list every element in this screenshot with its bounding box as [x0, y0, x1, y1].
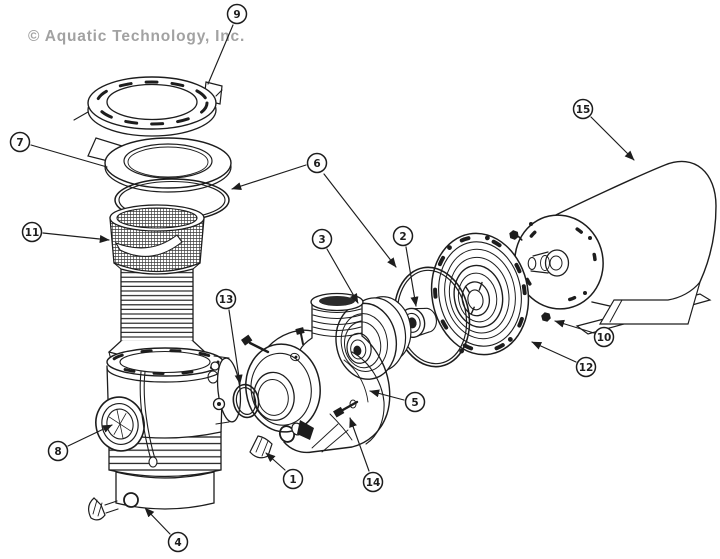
svg-text:7: 7	[16, 137, 23, 149]
motor-shaft	[527, 249, 570, 277]
svg-text:8: 8	[54, 446, 61, 458]
svg-text:3: 3	[318, 234, 325, 246]
svg-text:13: 13	[219, 294, 234, 306]
motor-bolt-bottom	[541, 312, 551, 322]
svg-text:12: 12	[579, 362, 594, 374]
svg-text:5: 5	[411, 397, 418, 409]
svg-text:10: 10	[597, 332, 612, 344]
strainer-basket	[107, 204, 207, 367]
pot-inlet-port	[95, 396, 145, 452]
svg-text:15: 15	[576, 104, 591, 116]
housing-bolt-top	[295, 327, 305, 345]
housing-small-o-ring	[232, 383, 260, 419]
callout-4: 4	[144, 507, 189, 553]
svg-text:14: 14	[366, 477, 381, 489]
housing-bolt-right	[333, 399, 359, 418]
callout-13: 13	[215, 288, 243, 385]
pump-housing-volute	[241, 292, 391, 459]
svg-text:11: 11	[25, 227, 40, 239]
callout-12: 12	[531, 341, 597, 378]
callout-7: 7	[9, 131, 108, 168]
seal-plate	[430, 232, 530, 356]
callout-10: 10	[554, 319, 615, 348]
callout-1: 1	[265, 452, 304, 490]
housing-bolt-left	[241, 334, 270, 354]
callout-8: 8	[47, 424, 113, 462]
svg-text:2: 2	[399, 231, 406, 243]
pot-drain-plug	[88, 492, 139, 521]
pump-lid	[104, 137, 232, 193]
callout-5: 5	[369, 389, 426, 413]
callout-9: 9	[207, 3, 248, 85]
callouts: 9 7 6 15	[9, 3, 635, 553]
svg-text:4: 4	[174, 537, 181, 549]
callout-3: 3	[311, 228, 359, 304]
copyright-watermark: © Aquatic Technology, Inc.	[28, 28, 246, 45]
strainer-pot	[88, 347, 224, 521]
motor	[509, 160, 717, 335]
svg-text:6: 6	[313, 158, 320, 170]
callout-15: 15	[572, 98, 635, 161]
svg-text:1: 1	[289, 474, 296, 486]
callout-2: 2	[392, 225, 419, 307]
housing-drain-plug	[249, 420, 314, 459]
clamp-ring	[73, 76, 223, 163]
callout-6: 6	[231, 152, 397, 268]
callout-11: 11	[21, 221, 110, 244]
callout-14: 14	[349, 417, 384, 493]
svg-text:9: 9	[233, 9, 240, 21]
motor-bolt-top	[509, 230, 523, 241]
